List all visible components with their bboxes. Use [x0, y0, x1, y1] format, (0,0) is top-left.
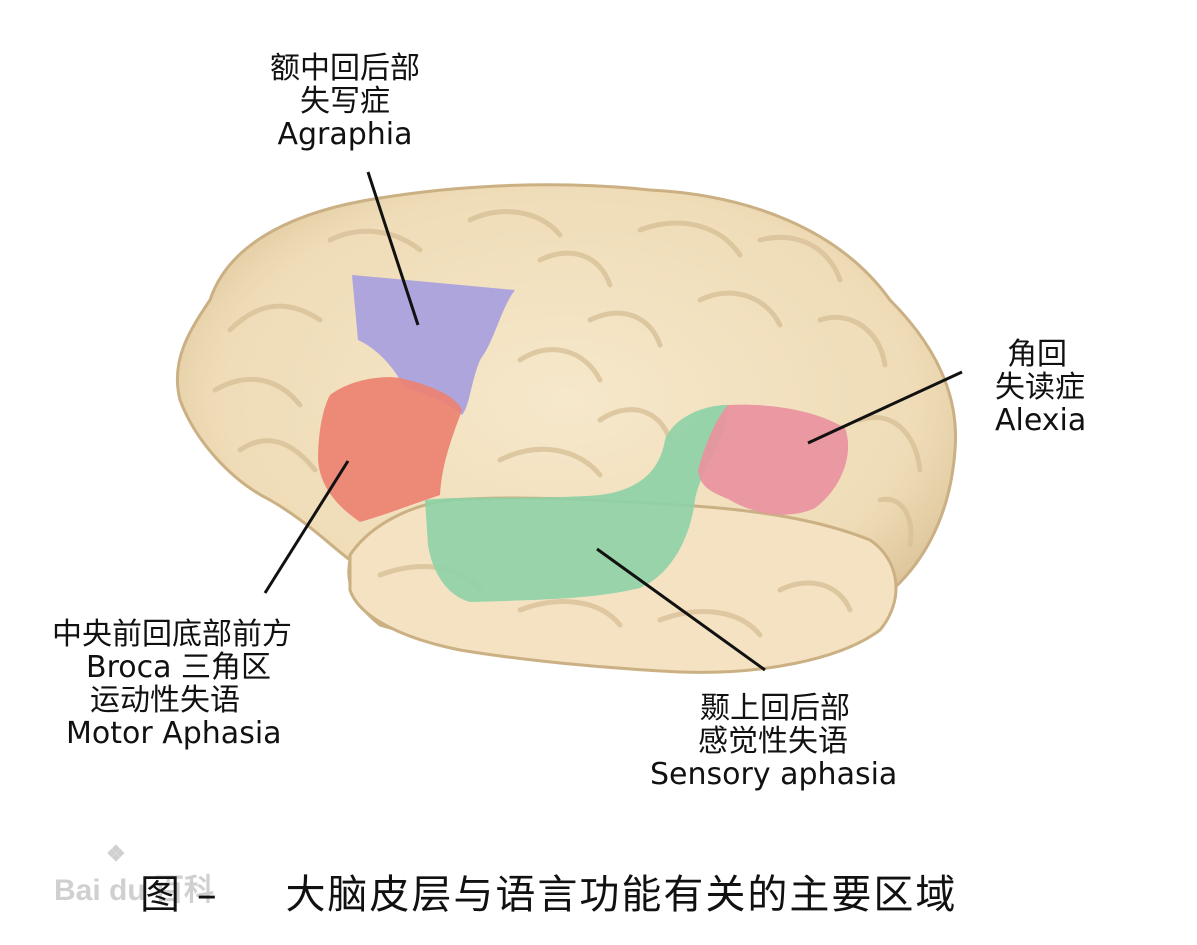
agraphia-label-line-3: Agraphia [277, 117, 413, 152]
alexia-label-line-1: 角回 [1007, 337, 1067, 372]
broca-leader-line [263, 460, 350, 594]
broca-area [318, 377, 462, 522]
broca-label-line-1: 中央前回底部前方 [52, 617, 292, 652]
leader-lines [263, 171, 963, 672]
alexia-leader-line [807, 370, 963, 445]
agraphia-label-line-1: 额中回后部 [270, 51, 420, 86]
sensory-label-line-2: 感觉性失语 [698, 724, 848, 759]
watermark-text: Bai du 百科 [54, 874, 215, 907]
caption-prefix: 图 – [140, 872, 219, 918]
alexia-label: 角回 失读症 Alexia [995, 338, 1175, 437]
alexia-area [698, 404, 849, 515]
sensory-label: 颞上回后部 感觉性失语 Sensory aphasia [650, 692, 940, 791]
sensory-label-line-3: Sensory aphasia [650, 757, 898, 792]
figure-caption: 图 – 大脑皮层与语言功能有关的主要区域 [140, 862, 957, 920]
agraphia-area [352, 275, 515, 415]
sensory-label-line-1: 颞上回后部 [700, 691, 850, 726]
broca-label-line-3: 运动性失语 [90, 683, 240, 718]
agraphia-label-line-2: 失写症 [300, 84, 390, 119]
broca-label: 中央前回底部前方 Broca 三角区 运动性失语 Motor Aphasia [52, 618, 352, 750]
broca-label-line-4: Motor Aphasia [66, 716, 282, 751]
alexia-label-line-2: 失读症 [995, 370, 1085, 405]
broca-label-line-2: Broca 三角区 [86, 650, 272, 685]
baidu-paw-icon: ❖ [106, 841, 126, 866]
sensory-area [425, 405, 728, 602]
agraphia-label: 额中回后部 失写症 Agraphia [250, 52, 440, 151]
baidu-watermark: ❖ Bai du 百科 [54, 841, 215, 909]
alexia-label-line-3: Alexia [995, 403, 1087, 438]
caption-text: 大脑皮层与语言功能有关的主要区域 [285, 872, 958, 918]
agraphia-leader-line [366, 171, 420, 326]
sensory-leader-line [596, 547, 766, 672]
